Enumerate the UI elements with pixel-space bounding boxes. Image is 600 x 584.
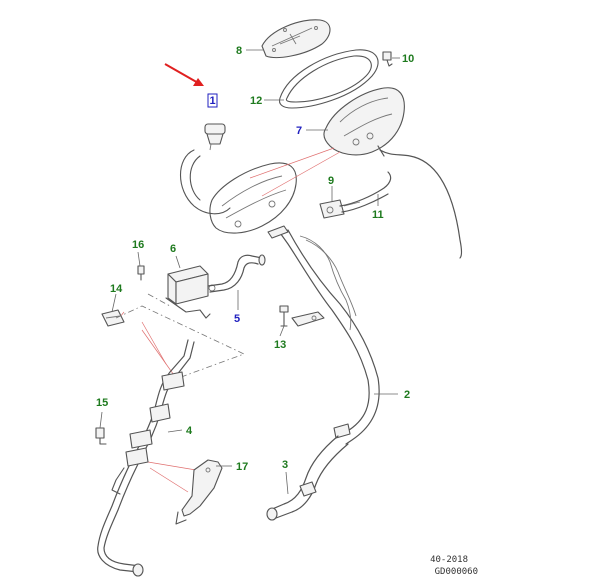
callout-1: 1: [209, 95, 215, 107]
part-6-valve-module: [165, 265, 216, 319]
callout-13: 13: [274, 339, 286, 351]
part-9-connector: [319, 199, 361, 219]
callout-5: 5: [234, 313, 240, 325]
callout-4: 4: [186, 425, 193, 437]
part-4-vent-tube: [97, 339, 195, 577]
callout-8: 8: [236, 45, 242, 57]
part-11-hose: [339, 171, 392, 213]
part-16-clip: [137, 265, 145, 281]
footer-codes: 40-2018 GD000060: [430, 555, 478, 577]
alignment-dashes: [115, 293, 246, 385]
part-8-cover-plate: [261, 19, 331, 59]
callout-labels: 1 2 3 4 5 6 7 8 9 10 11 12 13 14 15 16 1…: [96, 45, 414, 473]
callout-15: 15: [96, 397, 108, 409]
callout-9: 9: [328, 175, 334, 187]
callout-16: 16: [132, 239, 144, 251]
section-code: 40-2018: [430, 555, 468, 565]
vent-lines: [299, 235, 357, 331]
pointer-arrow: [164, 63, 204, 86]
part-15-clip: [95, 427, 107, 445]
part-17-bracket: [175, 459, 223, 525]
callout-1-box: [207, 93, 218, 108]
reference-lines: [115, 147, 341, 493]
part-14-sensor: [101, 309, 125, 327]
callout-7: 7: [296, 125, 302, 137]
filler-door-assembly: [180, 149, 297, 234]
part-13-bracket: [279, 305, 325, 327]
callout-17: 17: [236, 461, 248, 473]
callout-6: 6: [170, 243, 176, 255]
part-10-fastener: [382, 51, 393, 67]
callout-10: 10: [402, 53, 414, 65]
callout-12: 12: [250, 95, 262, 107]
part-12-gasket: [278, 49, 379, 109]
graphic-code: GD000060: [435, 567, 478, 577]
callout-14: 14: [110, 283, 123, 295]
part-3-lower-pipe: [266, 435, 349, 521]
part-5-hose: [207, 254, 266, 293]
callout-3: 3: [282, 459, 288, 471]
callout-leaders: [99, 49, 400, 495]
part-2-filler-pipe: [267, 225, 380, 445]
part-1-cap: [204, 123, 226, 151]
part-7-housing: [323, 87, 463, 259]
callout-2: 2: [404, 389, 410, 401]
callout-11: 11: [372, 209, 384, 221]
